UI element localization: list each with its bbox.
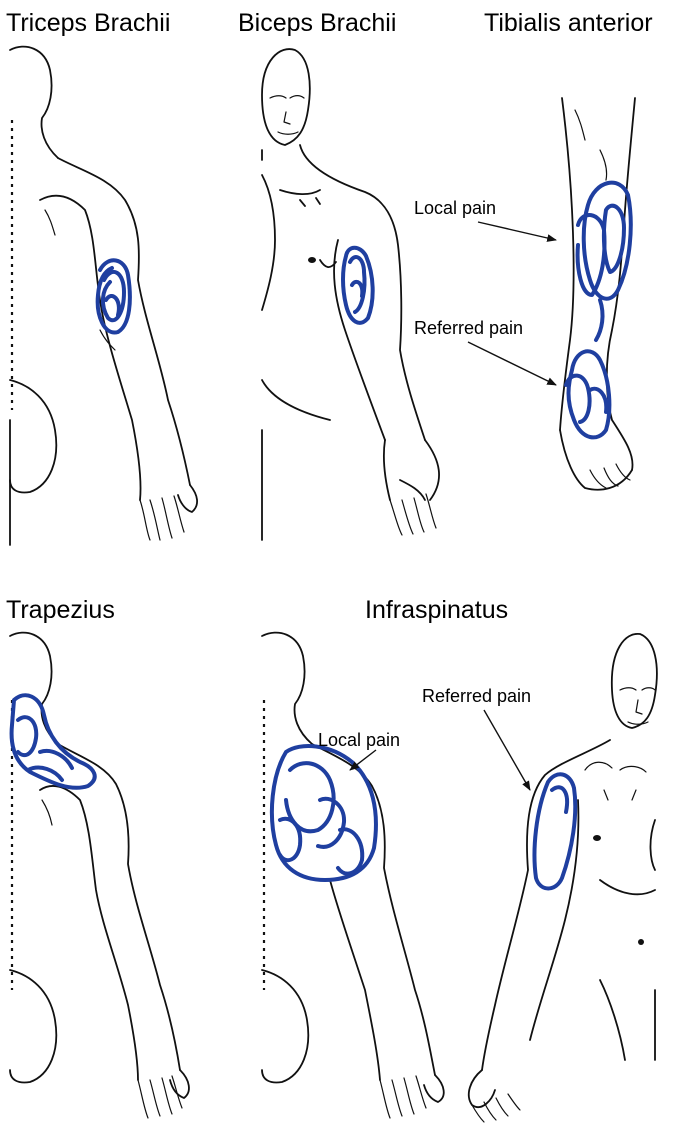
title-triceps: Triceps Brachii [6,9,170,37]
infraspinatus-referred-pain-arrow [483,709,531,791]
title-infraspinatus: Infraspinatus [365,596,508,624]
title-tibialis: Tibialis anterior [484,9,653,37]
tibialis-local-pain-arrow [477,221,557,242]
infraspinatus-back-pain-area [269,744,378,882]
infraspinatus-local-pain-arrow [349,749,377,771]
biceps-pain-area [341,245,375,325]
tibialis-pain-area [564,180,633,440]
tibialis-referred-pain-arrow [467,341,557,386]
infraspinatus-front-figure [468,633,658,1123]
trapezius-figure [9,631,190,1119]
infraspinatus-front-pain-area [532,772,578,891]
triceps-pain-area [95,258,132,335]
trapezius-pain-area [9,693,97,790]
infraspinatus-referred-pain-label: Referred pain [422,686,531,706]
biceps-figure [261,48,440,541]
infraspinatus-local-pain-label: Local pain [318,730,400,750]
tibialis-referred-pain-label: Referred pain [414,318,523,338]
tibialis-local-pain-label: Local pain [414,198,496,218]
triceps-figure [9,45,198,546]
tibialis-figure [559,97,636,491]
title-biceps: Biceps Brachii [238,9,396,37]
title-trapezius: Trapezius [6,596,115,624]
